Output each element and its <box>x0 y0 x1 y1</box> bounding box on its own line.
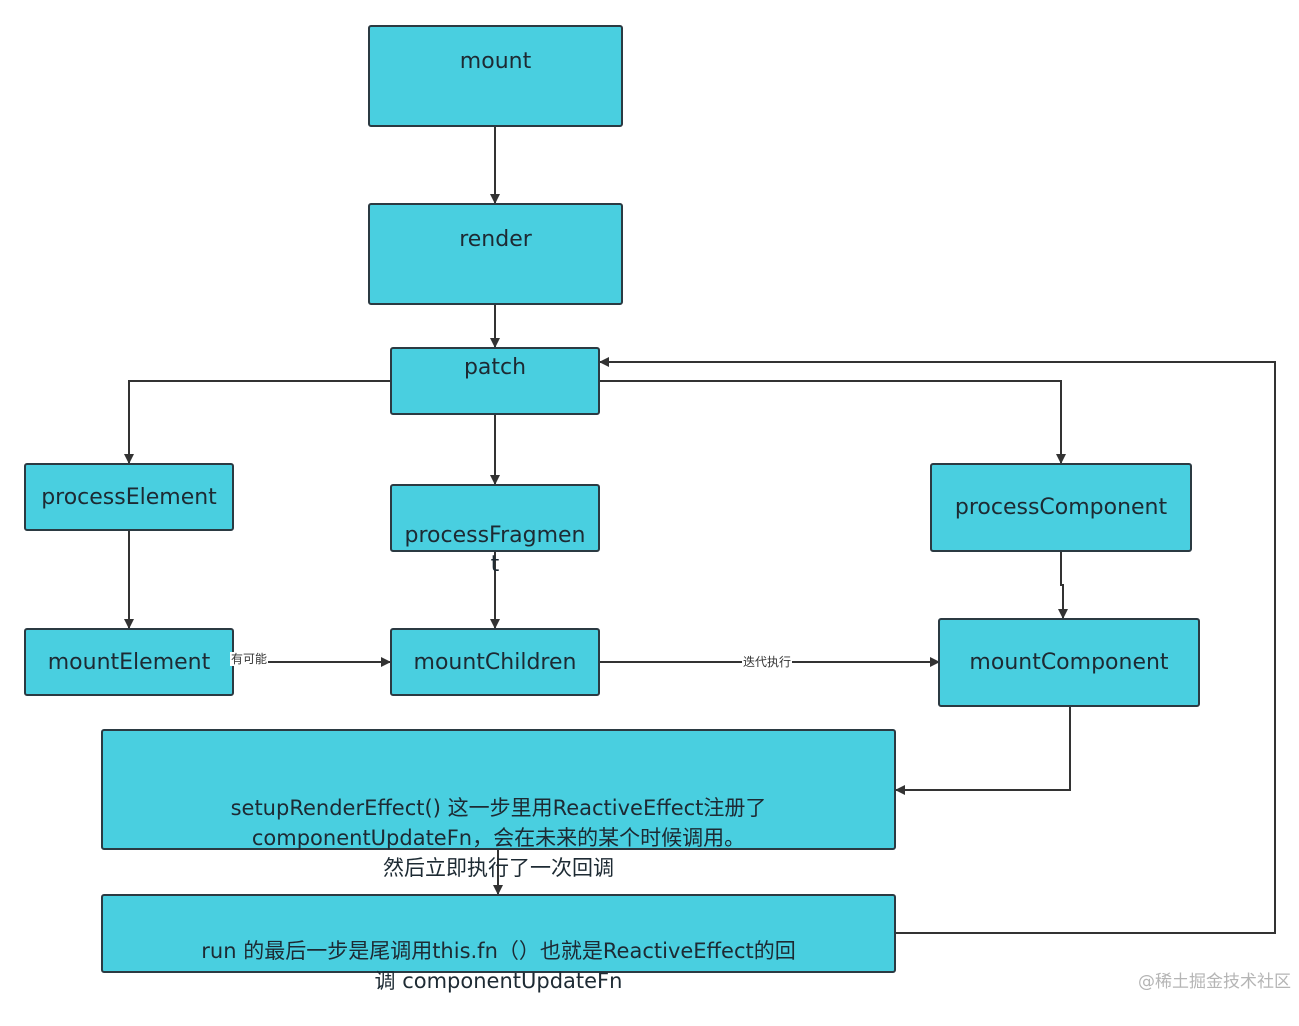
node-process-element-label: processElement <box>41 484 217 510</box>
node-mount-component-label: mountComponent <box>969 650 1169 675</box>
edge-patch-processcomponent <box>600 380 1066 464</box>
node-process-element[interactable]: processElement <box>24 463 234 531</box>
node-patch[interactable]: patch <box>390 347 600 415</box>
node-setup-render-effect-label: setupRenderEffect() 这一步里用ReactiveEffect注… <box>230 796 767 880</box>
node-process-fragment-label: processFragmen t <box>404 523 586 577</box>
edge-patch-processelement <box>124 380 391 464</box>
node-run[interactable]: run 的最后一步是尾调用this.fn（）也就是ReactiveEffect的… <box>101 894 896 993</box>
node-setup-render-effect[interactable]: setupRenderEffect() 这一步里用ReactiveEffect注… <box>101 729 896 880</box>
node-run-label: run 的最后一步是尾调用this.fn（）也就是ReactiveEffect的… <box>201 939 796 993</box>
node-process-component[interactable]: processComponent <box>930 463 1192 552</box>
node-render[interactable]: render <box>368 203 623 305</box>
node-mount-component[interactable]: mountComponent <box>938 618 1200 707</box>
watermark: @稀土掘金技术社区 <box>1138 972 1291 992</box>
node-process-fragment[interactable]: processFragmen t <box>390 484 600 577</box>
node-mount-children[interactable]: mountChildren <box>390 628 600 696</box>
edge-label-iterate: 迭代执行 <box>742 655 793 669</box>
node-mount[interactable]: mount <box>368 25 623 127</box>
edge-mountcomponent-setup <box>895 706 1071 795</box>
node-render-label: render <box>459 227 532 252</box>
node-patch-label: patch <box>463 355 527 380</box>
connector-lines <box>124 127 1276 934</box>
node-process-component-label: processComponent <box>954 495 1168 520</box>
node-mount-label: mount <box>459 49 532 74</box>
node-mount-children-label: mountChildren <box>413 649 577 675</box>
node-mount-element[interactable]: mountElement <box>24 628 234 696</box>
edge-processcomponent-mountcomponent <box>1058 552 1068 619</box>
node-mount-element-label: mountElement <box>47 649 211 675</box>
edge-label-maybe: 有可能 <box>230 652 269 666</box>
edge-run-patch <box>599 357 1276 934</box>
